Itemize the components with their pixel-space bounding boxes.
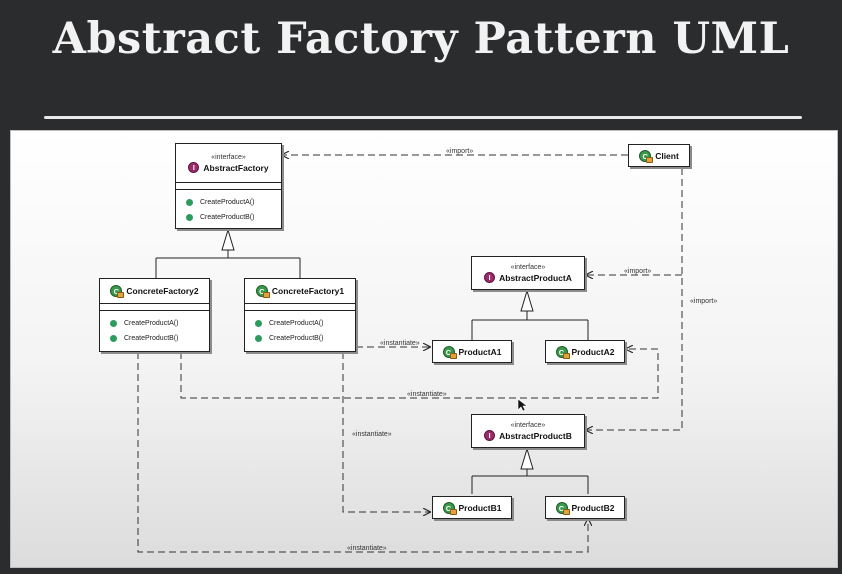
class-name: ProductB2 [571,502,615,513]
class-name: Client [655,150,679,161]
class-abstract-product-a[interactable]: «interface» I AbstractProductA [471,256,585,290]
method-row: CreateProductA() [186,195,281,210]
interface-badge-icon: I [484,272,496,283]
slide-title: Abstract Factory Pattern UML [52,14,790,64]
class-product-b1[interactable]: C ProductB1 [432,496,512,519]
stereotype-label: «interface» [211,154,246,161]
class-name: AbstractProductB [499,430,572,441]
method-row: CreateProductA() [255,316,355,331]
method-row: CreateProductB() [186,210,281,225]
title-divider [44,116,802,119]
method-row: CreateProductA() [110,316,209,331]
class-abstract-factory[interactable]: «interface» I AbstractFactory CreateProd… [175,143,282,229]
class-name: ProductA1 [458,346,502,357]
method-row: CreateProductB() [255,331,355,346]
interface-badge-icon: I [484,430,496,441]
class-badge-icon: C [442,501,457,515]
class-badge-icon: C [255,285,270,298]
public-method-icon [186,214,193,221]
class-client[interactable]: C Client [628,144,690,167]
stereotype-label: «interface» [510,422,546,429]
class-abstract-product-b[interactable]: «interface» I AbstractProductB [471,414,585,448]
public-method-icon [255,320,262,327]
class-concrete-factory2[interactable]: C ConcreteFactory2 CreateProductA() Crea… [99,278,210,352]
stereotype-label: «interface» [510,264,546,271]
class-concrete-factory1[interactable]: C ConcreteFactory1 CreateProductA() Crea… [244,278,356,352]
public-method-icon [110,320,117,327]
method-row: CreateProductB() [110,331,209,346]
interface-badge-icon: I [188,162,200,173]
class-name: ProductB1 [458,502,502,513]
public-method-icon [255,335,262,342]
class-badge-icon: C [555,501,570,515]
public-method-icon [186,199,193,206]
public-method-icon [110,335,117,342]
class-name: AbstractFactory [203,162,269,173]
class-product-a1[interactable]: C ProductA1 [432,340,512,363]
class-name: AbstractProductA [499,272,572,283]
class-badge-icon: C [555,345,570,359]
class-name: ProductA2 [571,346,615,357]
class-name: ConcreteFactory2 [126,286,199,296]
class-name: ConcreteFactory1 [271,286,345,296]
class-badge-icon: C [110,285,125,298]
class-badge-icon: C [442,345,457,359]
class-badge-icon: C [639,149,654,163]
class-product-a2[interactable]: C ProductA2 [545,340,625,363]
class-product-b2[interactable]: C ProductB2 [545,496,625,519]
